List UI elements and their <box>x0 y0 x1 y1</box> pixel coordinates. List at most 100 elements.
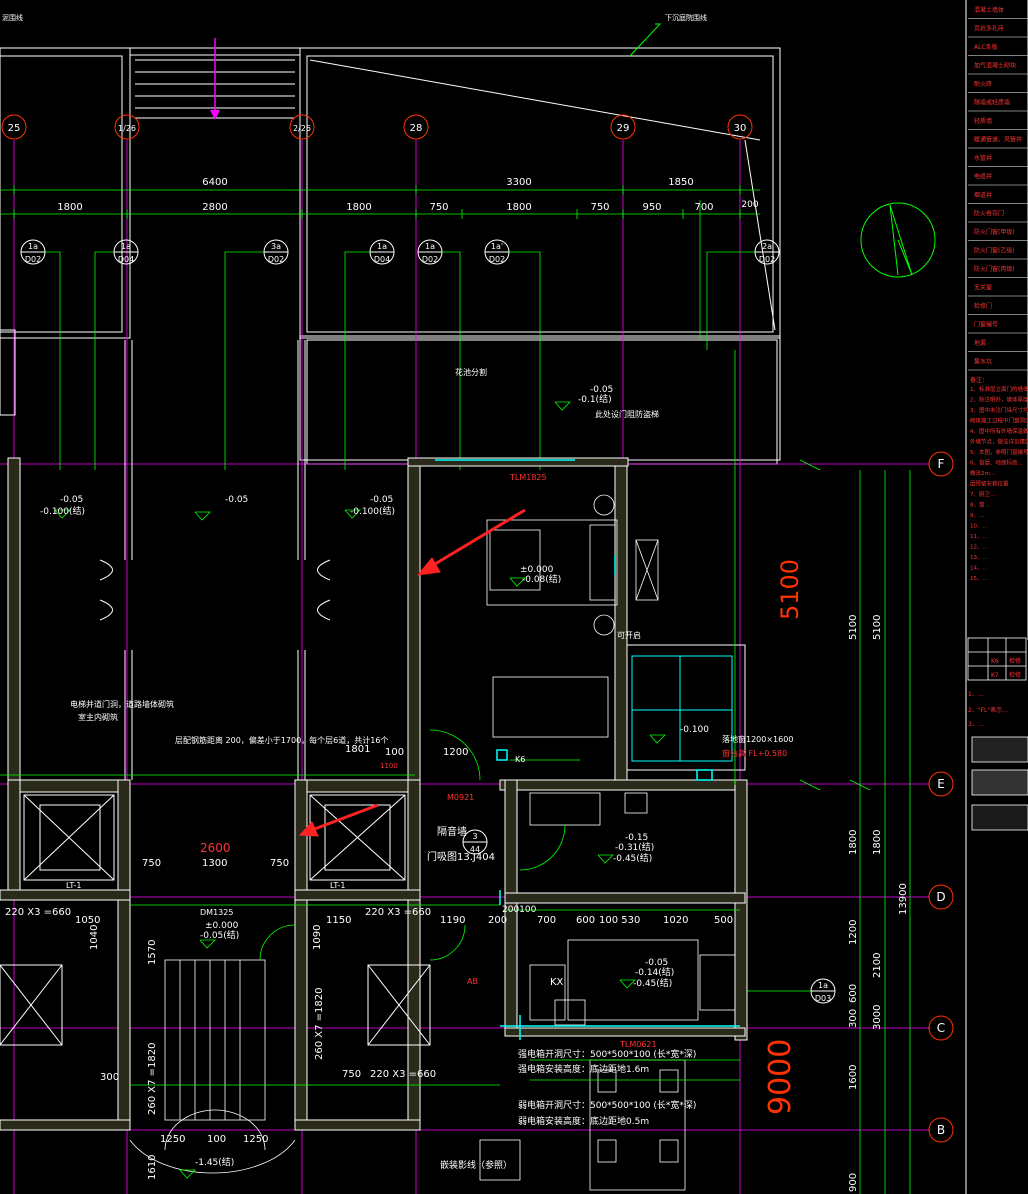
elev-kit-b: -0.14(结) <box>635 966 674 978</box>
label-window-note2: 窗台高 FL+0.580 <box>722 748 787 758</box>
elev-e4: -0.05 <box>590 385 613 395</box>
legend-item: 门窗编号 <box>974 321 998 329</box>
rdim-c1-1: 1800 <box>848 830 859 855</box>
terrace-diagonal-2 <box>744 139 776 331</box>
legend-item: 防火门窗(甲级) <box>974 228 1015 236</box>
legend-item: 无关窗 <box>974 284 992 292</box>
tag-1-num: 1a <box>28 242 38 251</box>
legend-item: 暖通管道、风管井 <box>974 136 1022 144</box>
elev-stair-a: ±0.000 <box>205 921 239 931</box>
elevator-shafts <box>23 794 406 881</box>
elev-e1b: -0.100(结) <box>40 505 85 517</box>
legend-note: 13、… <box>970 555 988 561</box>
legend-note: 5、本图，参照门窗编号 <box>970 448 1028 456</box>
legend-item: 电缆井 <box>974 173 992 181</box>
axis-label-25: 25 <box>8 123 21 134</box>
legend-item: 隔墙或轻质墙 <box>974 99 1010 107</box>
legend-note: 4、图中所有外墙保温做法详见 <box>970 427 1028 435</box>
legend-note: 8、窗… <box>970 501 990 509</box>
walls <box>0 457 748 1131</box>
axis-label-F: F <box>938 457 945 471</box>
detail-tag-leaders <box>45 251 811 992</box>
label-flower-bed: 花池分割 <box>455 367 487 377</box>
rdim-c2-2: 2100 <box>872 953 883 978</box>
label-750b: 750 <box>270 858 289 869</box>
label-kit: KX <box>550 977 564 988</box>
elev-e4b: -0.1(结) <box>578 393 612 405</box>
label-d1005: 100 530 <box>599 915 640 926</box>
label-stair-dm: DM1325 <box>200 908 233 917</box>
bottom-shafts <box>0 964 431 1046</box>
legend-item: 混凝土墙体 <box>974 6 1004 14</box>
label-d700: 700 <box>537 915 556 926</box>
big-dim-9000: 9000 <box>763 1039 798 1115</box>
label-1250b: 1250 <box>243 1134 268 1145</box>
tag-1-ref: D02 <box>25 255 41 264</box>
label-well-note: 电梯井道门洞，道路墙体砌筑 <box>70 699 174 709</box>
legend-note: 7、厨卫… <box>970 491 996 498</box>
rdim-c1-5: 1600 <box>848 1065 859 1090</box>
label-shower: 隔音墙 <box>437 825 467 838</box>
callout-ref: 44 <box>470 845 480 854</box>
elev-wc-a: -0.15 <box>625 833 648 843</box>
label-1801: 1801 <box>345 744 370 755</box>
legend-table-code-1: K6 <box>991 658 999 665</box>
label-mech3: 弱电箱开洞尺寸：500*500*100 (长*宽*深) <box>518 1099 696 1111</box>
tag-8-ref: D03 <box>815 994 831 1003</box>
legend-note: 砌体施工过程中门窗洞口预留尺寸 <box>970 417 1028 425</box>
label-1090: 1090 <box>312 925 323 950</box>
label-fire-stair: 此处设门阻防盗梯 <box>595 409 659 419</box>
elev-e3: -0.05 <box>370 495 393 505</box>
label-mech1: 强电箱开洞尺寸：500*500*100 (长*宽*深) <box>518 1048 696 1060</box>
dim-6400: 6400 <box>202 177 227 188</box>
elev-kit-a: -0.05 <box>645 958 668 968</box>
rdim-c2-3: 3000 <box>872 1005 883 1030</box>
legend-note: 1、标准层立面门的墙体厚度如下 <box>970 385 1028 393</box>
label-1190: 1190 <box>440 915 465 926</box>
label-mech5: 嵌装影线（参照） <box>440 1159 512 1171</box>
north-arrow <box>860 202 936 278</box>
elev-e3b: -0.100(结) <box>350 505 395 517</box>
axis-label-29: 29 <box>617 123 630 134</box>
legend-item: 加气混凝土砌块 <box>974 62 1016 70</box>
legend-note: 9、… <box>970 513 985 519</box>
legend-note: 10、… <box>970 524 988 530</box>
legend-item: 集水坑 <box>974 358 992 366</box>
legend-note: 外墙节点，做法详见建施 <box>970 438 1028 446</box>
label-door1: 1200 <box>443 747 468 758</box>
label-1300: 1300 <box>202 858 227 869</box>
axis-label-30: 30 <box>734 123 747 134</box>
legend-footnote-3: 3、… <box>968 721 984 728</box>
label-1610: 1610 <box>147 1155 158 1180</box>
elevation-markers <box>54 401 666 1179</box>
elev-wc-c: -0.45(结) <box>613 852 652 864</box>
label-100: 100 <box>385 747 404 758</box>
legend-item: 烟道井 <box>974 191 992 199</box>
legend-table-code-2: K7 <box>991 672 999 679</box>
legend-footnote-1: 1、… <box>968 691 984 698</box>
label-k6: K6 <box>515 755 525 764</box>
rdim-c2-1: 1800 <box>872 830 883 855</box>
elev-e2: -0.05 <box>225 495 248 505</box>
dim-750a: 750 <box>429 202 448 213</box>
legend-table-label-1: 检修 <box>1009 657 1021 665</box>
legend-notes-title: 备注： <box>970 376 988 384</box>
rdim-c1-0: 5100 <box>848 615 859 640</box>
elev-wc-b: -0.31(结) <box>615 841 654 853</box>
tag-3-ref: D02 <box>268 255 284 264</box>
dim-750b: 750 <box>590 202 609 213</box>
tag-5-ref: D02 <box>422 255 438 264</box>
legend-panel <box>965 0 1028 1194</box>
axis-label-C: C <box>937 1021 945 1035</box>
legend-note: 11、… <box>970 534 988 540</box>
tag-4-ref: D04 <box>374 255 390 264</box>
label-tlm2: TLM0621 <box>619 1040 657 1049</box>
legend-item: 轻质墙 <box>974 117 992 125</box>
legend-note: 12、… <box>970 545 988 551</box>
dim-1800c: 1800 <box>506 202 531 213</box>
dim-1850: 1850 <box>668 177 693 188</box>
legend-item: 水管井 <box>974 154 992 162</box>
dim-2800: 2800 <box>202 202 227 213</box>
axis-label-B: B <box>937 1123 945 1137</box>
bedroom-furniture <box>486 494 659 738</box>
